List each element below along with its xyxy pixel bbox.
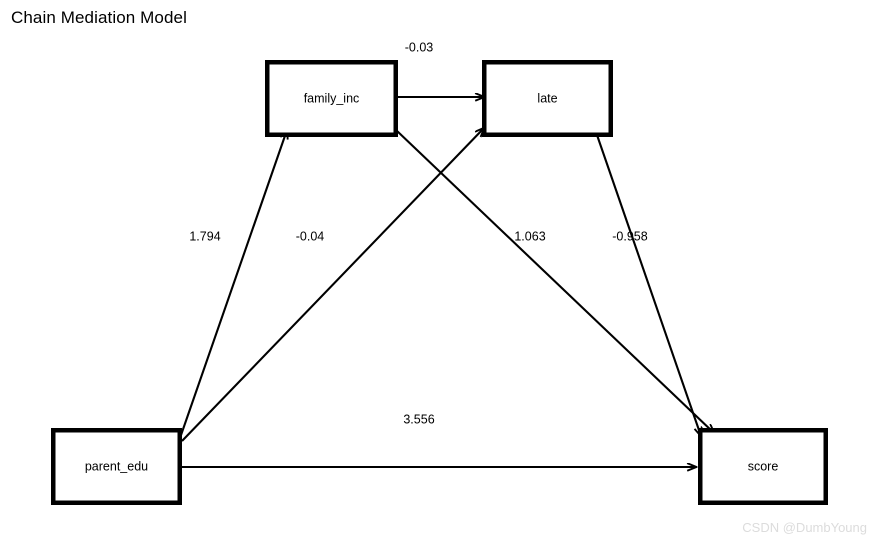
edge-label-late-score: -0.958 <box>612 229 647 243</box>
edge-late-score <box>596 134 701 436</box>
edge-label-family_inc-late: -0.03 <box>405 40 434 54</box>
edge-parent_edu-family_inc <box>179 130 287 439</box>
node-parent_edu-box[interactable] <box>51 428 182 505</box>
page-title: Chain Mediation Model <box>11 8 187 27</box>
node-score-box[interactable] <box>698 428 828 505</box>
node-late[interactable]: late <box>482 60 613 137</box>
node-family_inc-label: family_inc <box>304 91 360 105</box>
node-late-box[interactable] <box>482 60 613 137</box>
edge-label-parent_edu-score: 3.556 <box>403 412 434 426</box>
edge-family_inc-score <box>395 129 714 433</box>
edge-label-parent_edu-family_inc: 1.794 <box>189 229 220 243</box>
node-parent_edu[interactable]: parent_edu <box>51 428 182 505</box>
watermark: CSDN @DumbYoung <box>742 520 867 535</box>
edge-parent_edu-late <box>181 128 484 442</box>
edge-label-parent_edu-late: -0.04 <box>296 229 325 243</box>
node-late-label: late <box>537 91 557 105</box>
node-score-label: score <box>748 459 779 473</box>
node-parent_edu-label: parent_edu <box>85 459 148 473</box>
edge-label-family_inc-score: 1.063 <box>514 229 545 243</box>
node-score[interactable]: score <box>698 428 828 505</box>
node-family_inc-box[interactable] <box>265 60 398 137</box>
node-family_inc[interactable]: family_inc <box>265 60 398 137</box>
